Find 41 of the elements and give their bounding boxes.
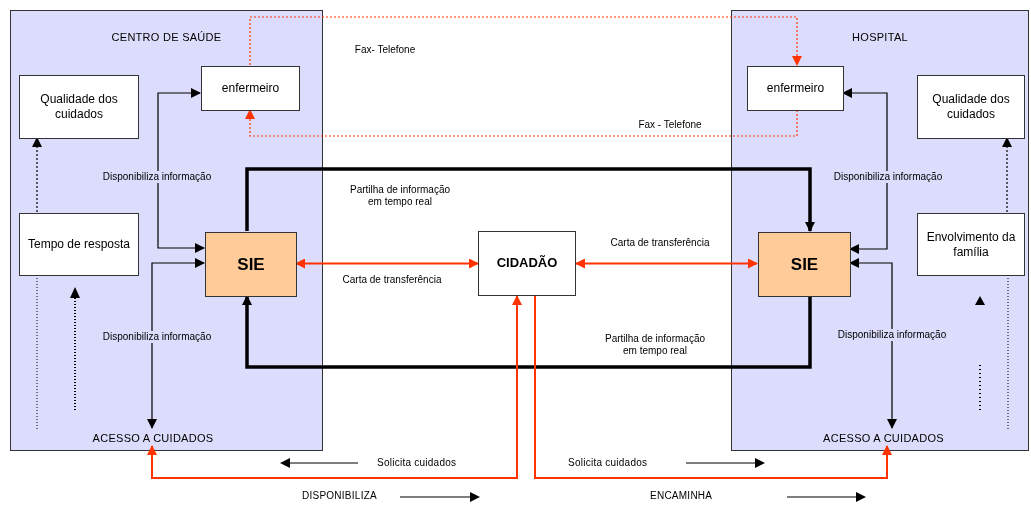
edge-label: Disponibiliza informação bbox=[101, 171, 213, 183]
process-box: enfermeiro bbox=[747, 66, 844, 111]
area-panel bbox=[731, 10, 1029, 451]
edge-label: Disponibiliza informação bbox=[832, 171, 944, 183]
edge-label: Disponibiliza informação bbox=[101, 331, 213, 343]
edge-label: Carta de transferência bbox=[341, 274, 443, 286]
connector-arrow bbox=[1002, 137, 1012, 213]
area-label: ACESSO A CUIDADOS bbox=[801, 429, 966, 447]
process-box: Qualidade dos cuidados bbox=[19, 75, 139, 139]
area-panel bbox=[10, 10, 323, 451]
flow-label: Solicita cuidados bbox=[568, 457, 648, 469]
process-box: enfermeiro bbox=[201, 66, 300, 111]
connector-arrow bbox=[242, 295, 812, 369]
connector-arrow bbox=[32, 137, 42, 213]
connector-arrow bbox=[575, 258, 758, 269]
process-box: Qualidade dos cuidados bbox=[917, 75, 1025, 139]
process-box: Tempo de resposta bbox=[19, 213, 139, 276]
flow-label: ENCAMINHA bbox=[650, 490, 713, 502]
edge-label: Disponibiliza informação bbox=[836, 329, 948, 341]
flow-label: Solicita cuidados bbox=[377, 457, 457, 469]
connector-arrow bbox=[245, 167, 815, 232]
connector-arrow bbox=[245, 109, 798, 137]
flow-label: DISPONIBILIZA bbox=[302, 490, 377, 502]
connector-arrow bbox=[534, 295, 892, 479]
connector-arrow bbox=[249, 16, 802, 66]
citizen-box: CIDADÃO bbox=[478, 231, 576, 296]
system-box: SIE bbox=[205, 232, 297, 297]
edge-label: Fax- Telefone bbox=[353, 44, 417, 56]
edge-label: Fax - Telefone bbox=[637, 119, 703, 131]
panel-title: HOSPITAL bbox=[851, 30, 909, 45]
system-box: SIE bbox=[758, 232, 851, 297]
process-box: Envolvimento da família bbox=[917, 213, 1025, 276]
panel-title: CENTRO DE SAÚDE bbox=[110, 30, 223, 45]
connector-arrow bbox=[147, 295, 522, 479]
edge-label: Carta de transferência bbox=[609, 237, 711, 249]
connector-arrow bbox=[295, 258, 479, 269]
connector-arrow bbox=[157, 88, 205, 253]
connector-arrow bbox=[849, 258, 897, 429]
area-label: ACESSO A CUIDADOS bbox=[73, 429, 233, 447]
connector-arrow bbox=[842, 88, 888, 254]
connector-arrow bbox=[147, 258, 205, 429]
